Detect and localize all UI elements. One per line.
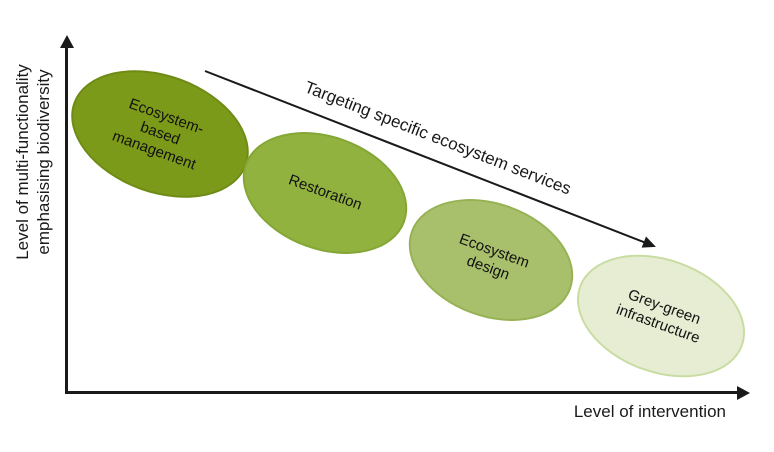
y-axis-label-line1: Level of multi-functionality xyxy=(13,64,32,260)
ellipse-ecosystem-based-management: Ecosystem- based management xyxy=(53,47,267,221)
ellipse-label: Ecosystem- based management xyxy=(109,94,207,174)
ellipse-grey-green-infrastructure: Grey-green infrastructure xyxy=(559,232,763,400)
x-axis-line xyxy=(65,391,738,394)
ellipse-label: Restoration xyxy=(286,171,365,214)
y-axis-arrowhead-icon xyxy=(60,35,74,48)
y-axis-label: Level of multi-functionality emphasising… xyxy=(12,64,54,260)
targeting-arrowhead-icon xyxy=(641,236,659,253)
y-axis-line xyxy=(65,45,68,394)
ellipse-ecosystem-design: Ecosystem design xyxy=(391,177,591,343)
ellipse-label: Ecosystem design xyxy=(456,230,532,284)
x-axis-label: Level of intervention xyxy=(573,402,726,421)
ellipse-restoration: Restoration xyxy=(225,110,425,276)
x-axis-arrowhead-icon xyxy=(737,385,750,400)
ellipse-label: Grey-green infrastructure xyxy=(614,285,703,347)
y-axis-label-line2: emphasising biodiversity xyxy=(34,69,53,255)
